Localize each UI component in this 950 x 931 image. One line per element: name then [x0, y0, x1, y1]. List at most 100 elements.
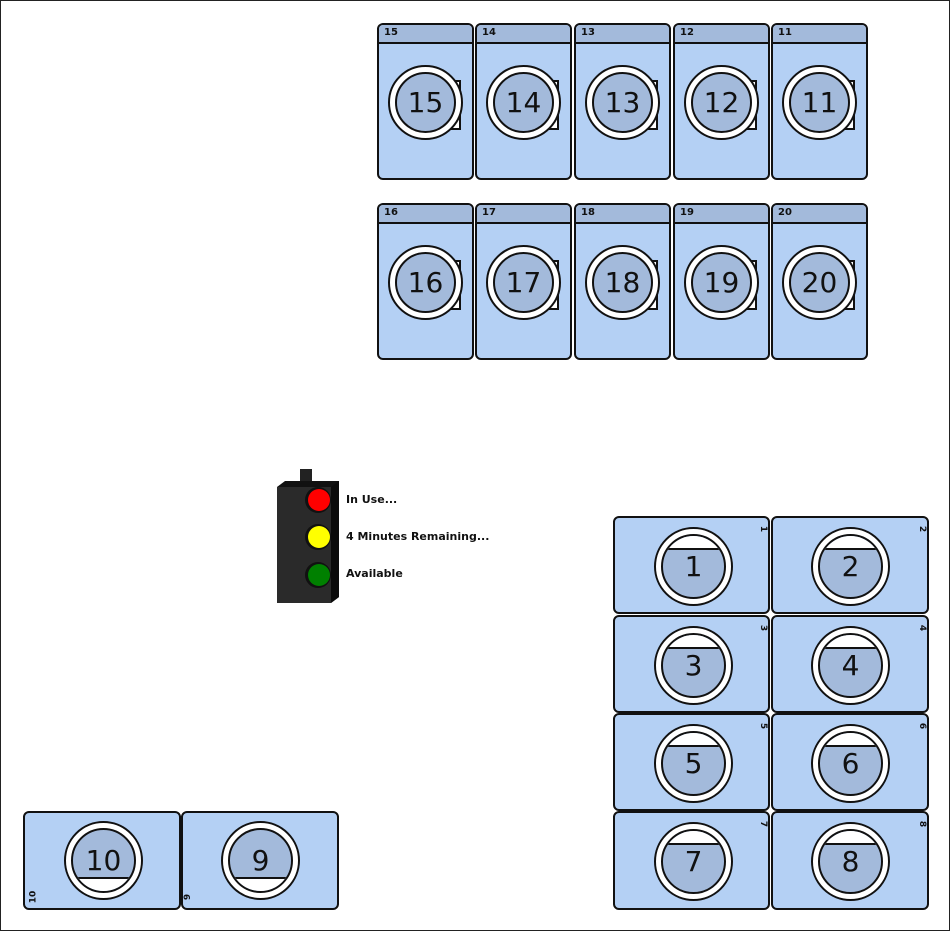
dryer-tag: 10	[28, 890, 39, 904]
dryer-tag: 9	[183, 893, 194, 901]
washer-tag: 12	[680, 27, 694, 38]
dryer-door: 2	[811, 527, 890, 606]
washer-19[interactable]: 19 19	[673, 203, 770, 360]
dryer-door-window: 10	[71, 828, 136, 893]
washer-tag: 13	[581, 27, 595, 38]
washer-header: 17	[477, 205, 570, 224]
dryer-5[interactable]: 5 5	[613, 713, 770, 811]
legend-in-use: In Use...	[346, 493, 398, 506]
dryer-door-window: 6	[818, 731, 883, 796]
dryer-tag: 5	[757, 722, 768, 730]
dryer-number: 2	[841, 550, 860, 583]
washer-number: 11	[789, 72, 850, 133]
dryer-door: 9	[221, 821, 300, 900]
washer-header: 15	[379, 25, 472, 44]
green-light-icon	[308, 564, 330, 586]
dryer-number: 9	[251, 844, 270, 877]
washer-door: 17	[486, 245, 561, 320]
washer-12[interactable]: 12 12	[673, 23, 770, 180]
door-lip	[663, 635, 724, 649]
washer-door: 13	[585, 65, 660, 140]
washer-11[interactable]: 11 11	[771, 23, 868, 180]
washer-tag: 15	[384, 27, 398, 38]
dryer-door: 4	[811, 626, 890, 705]
washer-15[interactable]: 15 15	[377, 23, 474, 180]
dryer-door: 5	[654, 724, 733, 803]
washer-door: 18	[585, 245, 660, 320]
dryer-door-window: 7	[661, 829, 726, 894]
dryer-number: 1	[684, 550, 703, 583]
dryer-number: 10	[85, 844, 122, 877]
washer-header: 14	[477, 25, 570, 44]
dryer-6[interactable]: 6 6	[771, 713, 929, 811]
dryer-tag: 7	[757, 820, 768, 828]
dryer-tag: 8	[916, 820, 927, 828]
door-lip	[73, 877, 134, 891]
washer-door: 20	[782, 245, 857, 320]
washer-header: 13	[576, 25, 669, 44]
dryer-tag: 2	[916, 525, 927, 533]
dryer-8[interactable]: 8 8	[771, 811, 929, 910]
washer-18[interactable]: 18 18	[574, 203, 671, 360]
dryer-tag: 1	[757, 525, 768, 533]
washer-tag: 20	[778, 207, 792, 218]
washer-14[interactable]: 14 14	[475, 23, 572, 180]
washer-tag: 17	[482, 207, 496, 218]
door-lip	[820, 831, 881, 845]
washer-16[interactable]: 16 16	[377, 203, 474, 360]
dryer-number: 3	[684, 649, 703, 682]
dryer-3[interactable]: 3 3	[613, 615, 770, 713]
washer-17[interactable]: 17 17	[475, 203, 572, 360]
dryer-tag: 4	[916, 624, 927, 632]
washer-tag: 14	[482, 27, 496, 38]
traffic-light-icon	[277, 469, 339, 603]
washer-door: 16	[388, 245, 463, 320]
dryer-door-window: 3	[661, 633, 726, 698]
washer-number: 20	[789, 252, 850, 313]
door-lip	[230, 877, 291, 891]
washer-number: 14	[493, 72, 554, 133]
dryer-door-window: 9	[228, 828, 293, 893]
dryer-10[interactable]: 10 10	[23, 811, 181, 910]
door-lip	[820, 536, 881, 550]
dryer-7[interactable]: 7 7	[613, 811, 770, 910]
washer-20[interactable]: 20 20	[771, 203, 868, 360]
status-legend: In Use... 4 Minutes Remaining... Availab…	[273, 469, 513, 609]
dryer-number: 6	[841, 747, 860, 780]
legend-available: Available	[346, 567, 403, 580]
dryer-number: 8	[841, 845, 860, 878]
dryer-door-window: 8	[818, 829, 883, 894]
washer-number: 15	[395, 72, 456, 133]
door-lip	[820, 635, 881, 649]
washer-header: 19	[675, 205, 768, 224]
yellow-light-icon	[308, 526, 330, 548]
dryer-door: 6	[811, 724, 890, 803]
washer-header: 20	[773, 205, 866, 224]
dryer-2[interactable]: 2 2	[771, 516, 929, 614]
washer-number: 19	[691, 252, 752, 313]
washer-door: 15	[388, 65, 463, 140]
dryer-tag: 3	[757, 624, 768, 632]
washer-door: 11	[782, 65, 857, 140]
dryer-door: 8	[811, 822, 890, 901]
washer-tag: 19	[680, 207, 694, 218]
dryer-door-window: 2	[818, 534, 883, 599]
washer-door: 12	[684, 65, 759, 140]
dryer-number: 5	[684, 747, 703, 780]
washer-header: 16	[379, 205, 472, 224]
washer-13[interactable]: 13 13	[574, 23, 671, 180]
legend-minutes-remaining: 4 Minutes Remaining...	[346, 530, 490, 543]
washer-header: 18	[576, 205, 669, 224]
door-lip	[663, 831, 724, 845]
dryer-door: 7	[654, 822, 733, 901]
washer-tag: 18	[581, 207, 595, 218]
washer-number: 13	[592, 72, 653, 133]
door-lip	[663, 536, 724, 550]
red-light-icon	[308, 489, 330, 511]
dryer-9[interactable]: 9 9	[181, 811, 339, 910]
washer-door: 14	[486, 65, 561, 140]
dryer-4[interactable]: 4 4	[771, 615, 929, 713]
dryer-1[interactable]: 1 1	[613, 516, 770, 614]
dryer-door-window: 1	[661, 534, 726, 599]
